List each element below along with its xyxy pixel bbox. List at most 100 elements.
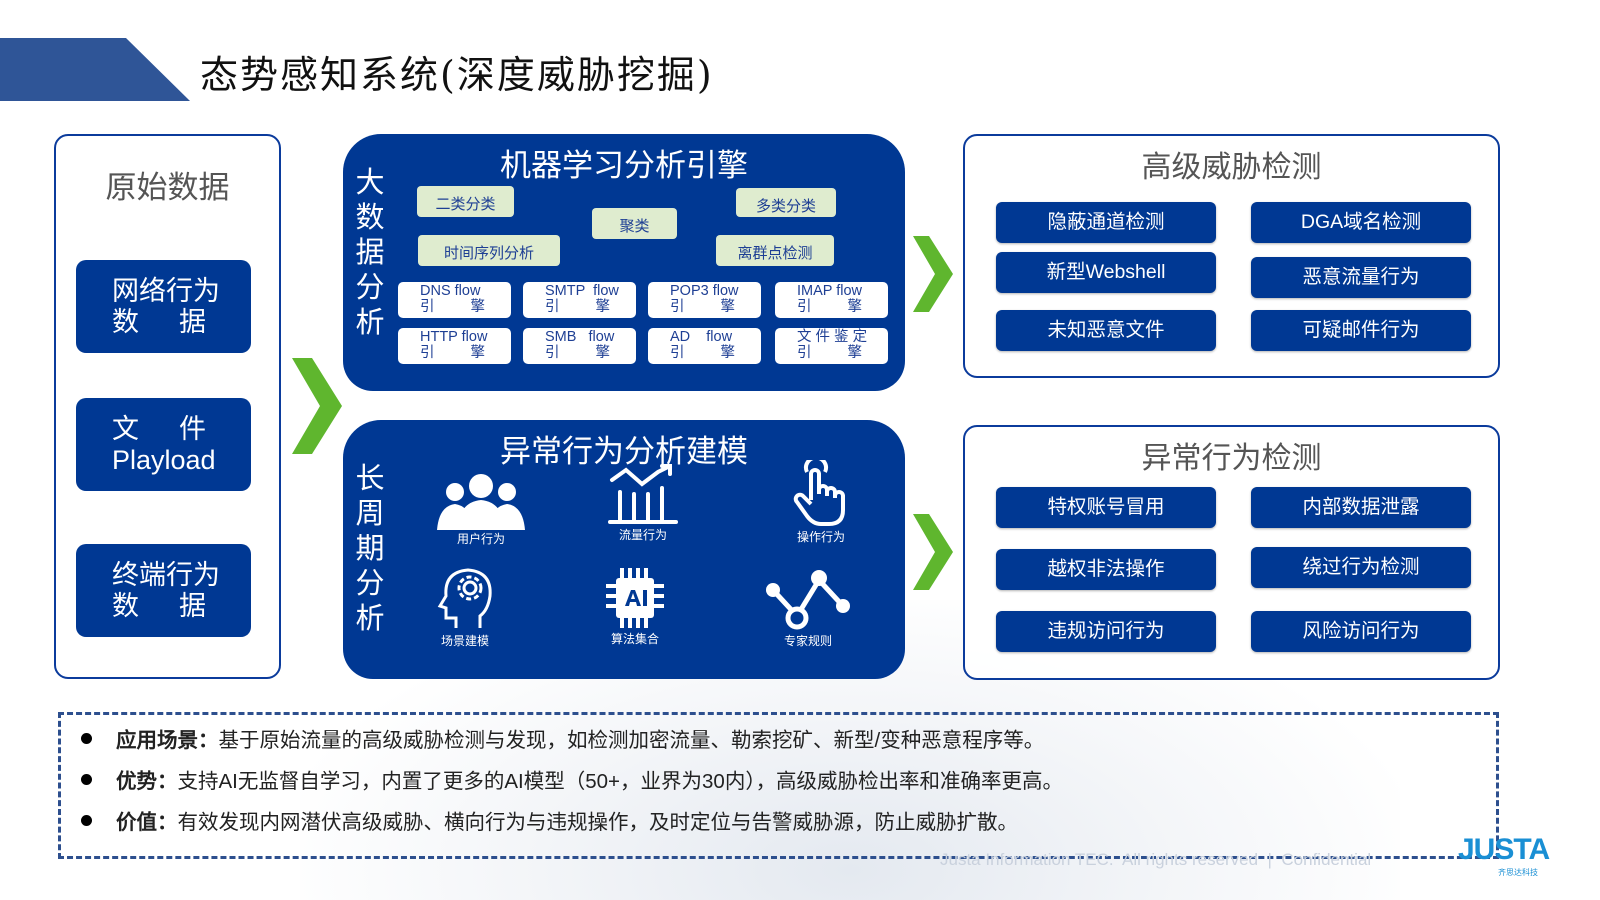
detection-item: 恶意流量行为 <box>1251 257 1471 298</box>
engine-name: 文 件 鉴 定 <box>797 329 868 345</box>
ml-engine-box: 机器学习分析引擎 大数据分析 二类分类 聚类 多类分类 时间序列分析 离群点检测… <box>343 134 905 391</box>
char: 周 <box>355 498 385 530</box>
item-label: 场景建模 <box>440 634 489 648</box>
ml-engine-title: 机器学习分析引擎 <box>500 148 748 183</box>
arrow-right-icon <box>913 236 953 312</box>
advanced-threat-title: 高级威胁检测 <box>1141 151 1322 184</box>
detection-item: 风险访问行为 <box>1251 611 1471 652</box>
method-chip: 离群点检测 <box>716 235 834 266</box>
label: 据 <box>179 590 206 621</box>
note-text: 支持AI无监督自学习，内置了更多的AI模型（50+，业界为30内），高级威胁检出… <box>177 770 1064 793</box>
label: 擎 <box>470 345 486 361</box>
note-text: 基于原始流量的高级威胁检测与发现，如检测加密流量、勒索挖矿、新型/变种恶意程序等… <box>218 729 1045 752</box>
note-scenario: 应用场景：基于原始流量的高级威胁检测与发现，如检测加密流量、勒索挖矿、新型/变种… <box>81 728 1044 754</box>
label: 引 <box>797 299 812 315</box>
detection-item: 内部数据泄露 <box>1251 487 1471 528</box>
justa-logo: JUSTA <box>1458 833 1550 866</box>
label: 擎 <box>470 299 486 315</box>
label: Playload <box>112 444 216 475</box>
page-title: 态势感知系统(深度威胁挖掘) <box>200 53 714 97</box>
raw-data-title: 原始数据 <box>105 170 230 205</box>
label: 引 <box>797 345 812 361</box>
label: 引 <box>420 299 435 315</box>
label: 数 <box>112 306 179 337</box>
traffic-behavior-item: 流量行为 <box>593 464 693 543</box>
anomaly-detection-title: 异常行为检测 <box>1141 442 1322 475</box>
engine-chip: 文 件 鉴 定引 擎 <box>775 328 888 364</box>
char: 析 <box>355 307 385 339</box>
big-data-side-label: 大数据分析 <box>355 166 385 341</box>
char: 大 <box>355 167 385 199</box>
detection-item: 未知恶意文件 <box>996 310 1216 351</box>
raw-data-panel: 原始数据 网络行为 数据 文件 Playload 终端行为 数据 <box>54 134 281 679</box>
ai-chip-icon <box>606 568 664 628</box>
item-label: 操作行为 <box>796 530 845 544</box>
bullet-icon <box>81 733 92 745</box>
label: 据 <box>179 306 206 337</box>
char: 期 <box>355 533 385 565</box>
label: 擎 <box>720 299 736 315</box>
char: 据 <box>355 237 385 269</box>
char: 分 <box>355 568 385 600</box>
endpoint-behavior-data: 终端行为 数据 <box>76 544 251 637</box>
detection-item: 特权账号冒用 <box>996 487 1216 528</box>
method-chip: 多类分类 <box>736 188 836 217</box>
engine-name: AD flow <box>670 329 733 345</box>
char: 数 <box>355 202 385 234</box>
label: 擎 <box>595 345 611 361</box>
expert-rules-item: 专家规则 <box>758 566 858 649</box>
label: 擎 <box>847 299 863 315</box>
engine-name: POP3 flow <box>670 283 739 299</box>
label: 引 <box>545 345 560 361</box>
bullet-icon <box>81 815 92 827</box>
engine-name: IMAP flow <box>797 283 863 299</box>
detection-item: 绕过行为检测 <box>1251 547 1471 588</box>
node-graph-icon <box>766 570 850 630</box>
method-chip: 聚类 <box>592 208 677 239</box>
detection-item: 越权非法操作 <box>996 549 1216 590</box>
note-label: 价值： <box>116 811 178 834</box>
anomaly-model-title: 异常行为分析建模 <box>500 434 748 469</box>
item-label: 流量行为 <box>618 528 667 542</box>
engine-name: SMTP flow <box>545 283 619 299</box>
anomaly-detection-panel: 异常行为检测 特权账号冒用 内部数据泄露 越权非法操作 绕过行为检测 违规访问行… <box>963 425 1500 680</box>
bullet-icon <box>81 774 92 786</box>
arrow-right-icon <box>292 358 342 454</box>
footer-text: Justa Information TEC. All rights reserv… <box>940 850 1372 869</box>
engine-name: DNS flow <box>420 283 481 299</box>
char: 析 <box>355 603 385 635</box>
label: 擎 <box>847 345 863 361</box>
char: 长 <box>355 463 385 495</box>
users-icon <box>437 474 525 530</box>
operation-behavior-item: 操作行为 <box>771 460 871 545</box>
scenario-modeling-item: 场景建模 <box>415 566 515 649</box>
advanced-threat-panel: 高级威胁检测 隐蔽通道检测 DGA域名检测 新型Webshell 恶意流量行为 … <box>963 134 1500 378</box>
label: 件 <box>179 413 206 444</box>
label: 引 <box>670 345 685 361</box>
note-advantage: 优势：支持AI无监督自学习，内置了更多的AI模型（50+，业界为30内），高级威… <box>81 769 1063 795</box>
note-value: 价值：有效发现内网潜伏高级威胁、横向行为与违规操作，及时定位与告警威胁源，防止威… <box>81 810 1018 836</box>
algorithm-set-item: 算法集合 <box>585 566 685 647</box>
note-label: 应用场景： <box>116 729 219 752</box>
detection-item: 违规访问行为 <box>996 611 1216 652</box>
label: 文 <box>112 413 179 444</box>
user-behavior-item: 用户行为 <box>431 470 531 547</box>
label: 擎 <box>595 299 611 315</box>
detection-item: 新型Webshell <box>996 252 1216 293</box>
label: 擎 <box>720 345 736 361</box>
title-banner-shape <box>0 38 190 101</box>
label: 引 <box>420 345 435 361</box>
hand-pointer-icon <box>793 460 845 526</box>
method-chip: 二类分类 <box>417 186 514 217</box>
engine-name: SMB flow <box>545 329 615 345</box>
long-cycle-side-label: 长周期分析 <box>355 462 385 637</box>
label: 终端行为 <box>112 559 220 590</box>
char: 分 <box>355 272 385 304</box>
engine-name: HTTP flow <box>420 329 488 345</box>
